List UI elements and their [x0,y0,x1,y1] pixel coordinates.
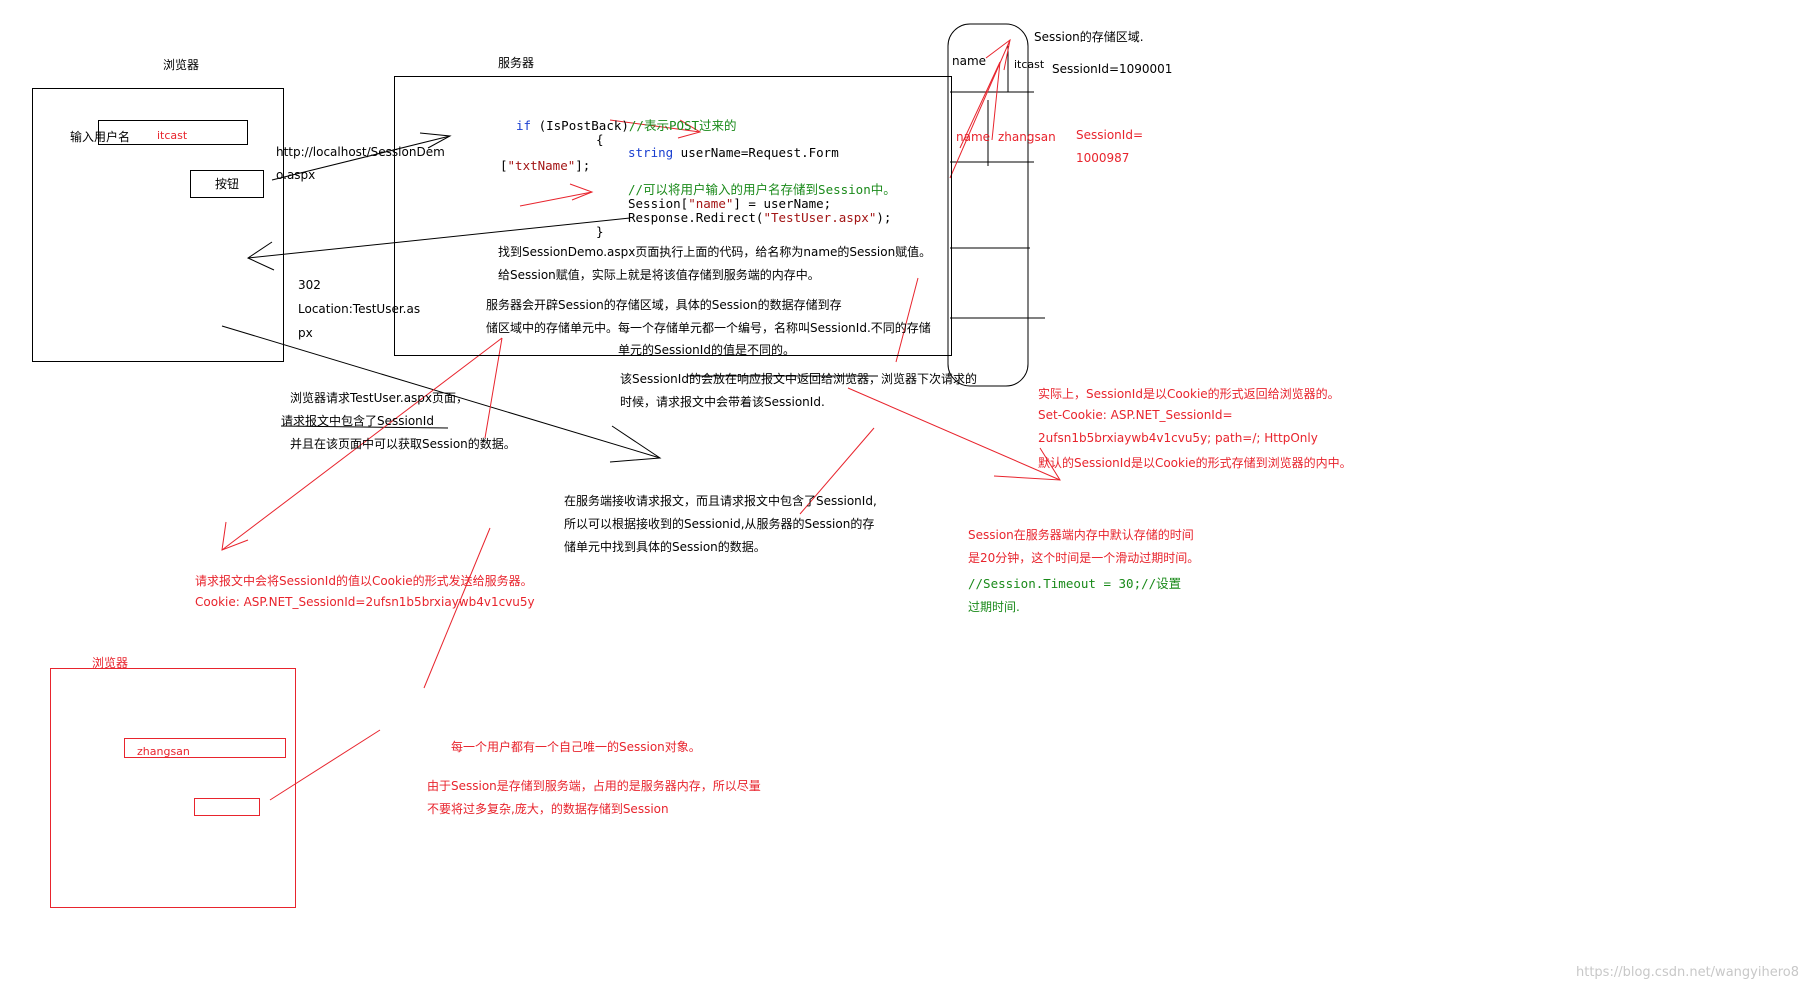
store-cell2-key: name [956,130,991,144]
request-note-2: 请求报文中包含了SessionId [281,414,434,428]
redirect-location-cont: px [298,326,313,340]
timeout-note-2: 是20分钟，这个时间是一个滑动过期时间。 [968,551,1200,565]
browser-top-frame [32,88,284,362]
redirect-location: Location:TestUser.as [298,302,421,316]
cookie-return-arrow [847,387,1061,481]
bottom-username-input[interactable]: zhangsan [124,738,286,758]
timeout-code: //Session.Timeout = 30;//设置 [968,576,1182,591]
cookie-send-arrow [221,337,503,551]
return-note-1: 该SessionId的会放在响应报文中返回给浏览器，浏览器下次请求的 [620,372,977,386]
cookie-send-note-1: 请求报文中会将SessionId的值以Cookie的形式发送给服务器。 [195,574,533,588]
session-store-capsule [947,23,1029,387]
store-note-3: 单元的SessionId的值是不同的。 [618,343,795,357]
receive-note-1: 在服务端接收请求报文，而且请求报文中包含了SessionId, [564,494,877,508]
redirect-arrow [247,217,631,259]
store-cell2-value: zhangsan [998,130,1056,144]
memory-note-2: 不要将过多复杂,庞大，的数据存储到Session [427,802,669,816]
second-request-arrow [221,325,661,459]
cookie-note-4: 默认的SessionId是以Cookie的形式存储到浏览器的内中。 [1038,456,1352,470]
store-cell1-value: itcast [1014,58,1045,71]
browser-top-title: 浏览器 [163,58,200,72]
store-note-2: 储区域中的存储单元中。每一个存储单元都一个编号，名称叫SessionId.不同的… [486,321,931,335]
sessionid-underline [280,425,449,429]
store-cell2-id-2: 1000987 [1076,151,1130,165]
unique-note: 每一个用户都有一个自己唯一的Session对象。 [451,740,701,754]
request-arrowhead [419,132,452,149]
code-comment-2: //可以将用户输入的用户名存储到Session中。 [628,182,896,197]
request-url-line-2: o.aspx [276,168,316,182]
cookie-note-3: 2ufsn1b5brxiaywb4v1cvu5y; path=/; HttpOn… [1038,431,1318,445]
timeout-note-1: Session在服务器端内存中默认存储的时间 [968,528,1194,542]
redirect-arrowhead [246,241,275,271]
username-label: 输入用户名 [70,130,131,144]
return-note-2: 时候，请求报文中会带着该SessionId. [620,395,825,409]
store-cell1-key: name [952,54,987,68]
server-frame [394,76,952,356]
browser-bottom-title: 浏览器 [92,656,129,670]
code-string-line: string userName=Request.Form [628,145,839,160]
server-note-2: 给Session赋值，实际上就是将该值存储到服务端的内存中。 [498,268,820,282]
code-close-brace: } [596,224,604,239]
server-title: 服务器 [498,56,535,70]
timeout-note-4: 过期时间. [968,600,1020,614]
username-value: itcast [157,129,188,142]
code-session-line: Session["name"] = userName; [628,196,832,211]
bottom-username-value: zhangsan [137,745,190,758]
second-request-arrowhead [609,425,662,463]
code-open-brace: { [596,132,604,147]
request-url-line-1: http://localhost/SessionDem [276,145,445,159]
submit-button[interactable]: 按钮 [190,170,264,198]
browser-bottom-frame [50,668,296,908]
bottom-submit-button[interactable] [194,798,260,816]
store-note-1: 服务器会开辟Session的存储区域，具体的Session的数据存储到存 [486,298,842,312]
receive-note-3: 储单元中找到具体的Session的数据。 [564,540,766,554]
submit-button-label: 按钮 [214,177,239,191]
redirect-status: 302 [298,278,321,292]
code-redirect-line: Response.Redirect("TestUser.aspx"); [628,210,892,225]
request-note-1: 浏览器请求TestUser.aspx页面， [290,391,469,405]
code-form-key: ["txtName"]; [500,158,591,173]
session-store-title: Session的存储区域. [1034,30,1144,44]
cookie-note-1: 实际上，SessionId是以Cookie的形式返回给浏览器的。 [1038,387,1340,401]
username-input[interactable]: itcast [98,120,248,145]
code-if-line: if (IsPostBack)//表示POST过来的 [516,118,737,133]
cookie-note-2: Set-Cookie: ASP.NET_SessionId= [1038,408,1233,422]
watermark: https://blog.csdn.net/wangyihero8 [1576,965,1799,980]
receive-note-2: 所以可以根据接收到的Sessionid,从服务器的Session的存 [564,517,875,531]
store-cell1-id: SessionId=1090001 [1052,62,1173,76]
server-note-1: 找到SessionDemo.aspx页面执行上面的代码，给名称为name的Ses… [498,245,932,259]
store-cell2-id-1: SessionId= [1076,128,1143,142]
request-note-3: 并且在该页面中可以获取Session的数据。 [290,437,516,451]
request-arrow [271,135,451,181]
memory-note-1: 由于Session是存储到服务端，占用的是服务器内存，所以尽量 [427,779,761,793]
cookie-send-note-2: Cookie: ASP.NET_SessionId=2ufsn1b5brxiay… [195,595,535,609]
